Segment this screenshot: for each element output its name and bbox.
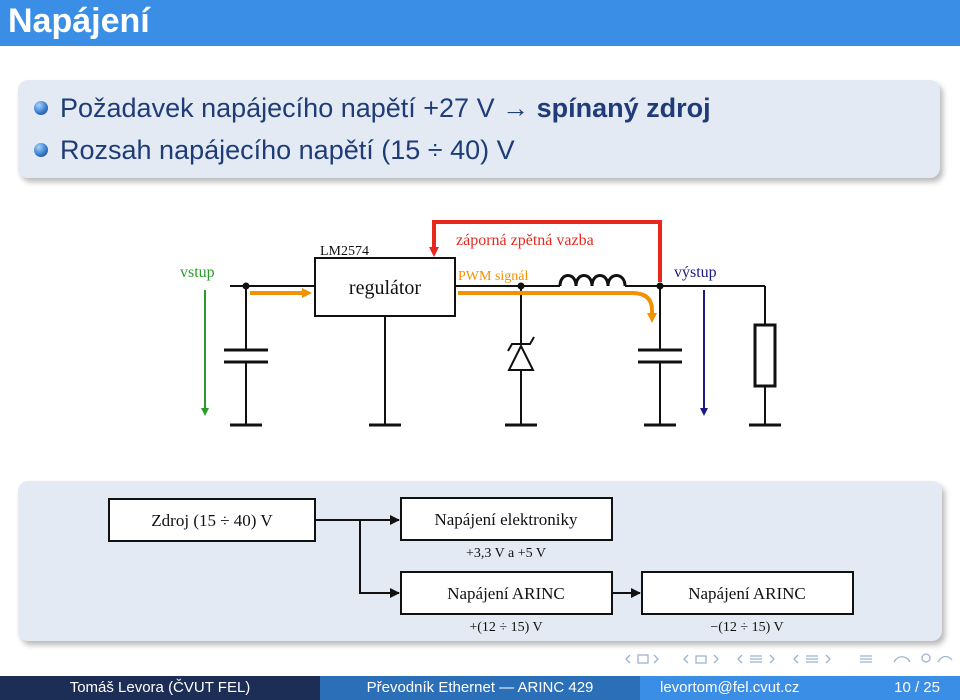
footer-author: Tomáš Levora (ČVUT FEL) [0,676,320,700]
arinc-pos-box-label: Napájení ARINC [447,584,565,603]
bullet-item: Rozsah napájecího napětí (15 ÷ 40) V [34,132,515,168]
nav-next-frame-icon[interactable] [653,654,659,664]
nav-subsection-icon[interactable] [695,655,707,664]
bullet-text: Požadavek napájecího napětí +27 V → [60,93,537,123]
inductor-coil [558,274,627,287]
output-label: výstup [674,264,717,281]
electronics-note: +3,3 V a +5 V [466,546,546,561]
bullet-ball-icon [34,143,48,157]
nav-prev-subsection-icon[interactable] [683,654,689,664]
nav-appendix-icon[interactable] [860,655,872,663]
input-label: vstup [180,264,215,281]
bullet-text-bold: spínaný zdroj [536,93,711,123]
arinc-neg-box-label: Napájení ARINC [688,584,806,603]
regulator-label: regulátor [349,277,422,299]
nav-next-subsection-icon[interactable] [713,654,719,664]
beamer-navigation [625,653,953,664]
zener-diode [507,336,535,371]
nav-frame-icon[interactable] [637,654,649,664]
arinc-pos-note: +(12 ÷ 15) V [469,620,542,635]
distribution-connectors [315,515,641,598]
nav-next-section-icon[interactable] [769,654,775,664]
source-box-label: Zdroj (15 ÷ 40) V [151,511,273,530]
arinc-neg-note: −(12 ÷ 15) V [710,620,783,635]
nav-prev-section-icon[interactable] [737,654,743,664]
load-resistor [753,323,777,388]
arinc-pos-box [400,571,613,615]
bullet-ball-icon [34,101,48,115]
footer-page-number: 10 / 25 [894,679,940,696]
chip-label: LM2574 [320,244,369,259]
title-bar: Napájení [0,0,960,46]
buck-converter-schematic: LM2574 regulátor vstup výstup záporná zp… [180,220,781,427]
footer: Tomáš Levora (ČVUT FEL) Převodník Ethern… [0,676,960,700]
nav-back-icon[interactable] [893,656,911,663]
footer-right: levortom@fel.cvut.cz 10 / 25 [640,676,960,700]
arinc-neg-box [641,571,854,615]
electronics-box-label: Napájení elektroniky [434,510,578,529]
feedback-arrow [429,220,662,282]
slide-title: Napájení [8,2,150,40]
capacitor-output [638,348,682,364]
nav-next-doc-icon[interactable] [825,654,831,664]
capacitor-input [224,348,268,364]
electronics-box [400,497,613,541]
regulator-box [314,257,456,317]
nav-prev-frame-icon[interactable] [625,654,631,664]
footer-email: levortom@fel.cvut.cz [660,679,800,696]
current-path-output [458,291,657,323]
bullet-text: Rozsah napájecího napětí (15 ÷ 40) V [60,135,515,165]
bullet-item: Požadavek napájecího napětí +27 V → spín… [34,90,711,126]
nav-forward-icon[interactable] [937,655,953,663]
pwm-label: PWM signál [458,269,529,284]
nav-search-icon[interactable] [921,653,931,663]
nav-prev-doc-icon[interactable] [793,654,799,664]
nav-section-icon[interactable] [750,655,762,663]
nav-doc-icon[interactable] [806,655,818,663]
junction-dots [242,282,664,290]
footer-talk-title: Převodník Ethernet — ARINC 429 [320,676,640,700]
bullets-block: Požadavek napájecího napětí +27 V → spín… [18,80,940,178]
feedback-label: záporná zpětná vazba [456,232,594,249]
